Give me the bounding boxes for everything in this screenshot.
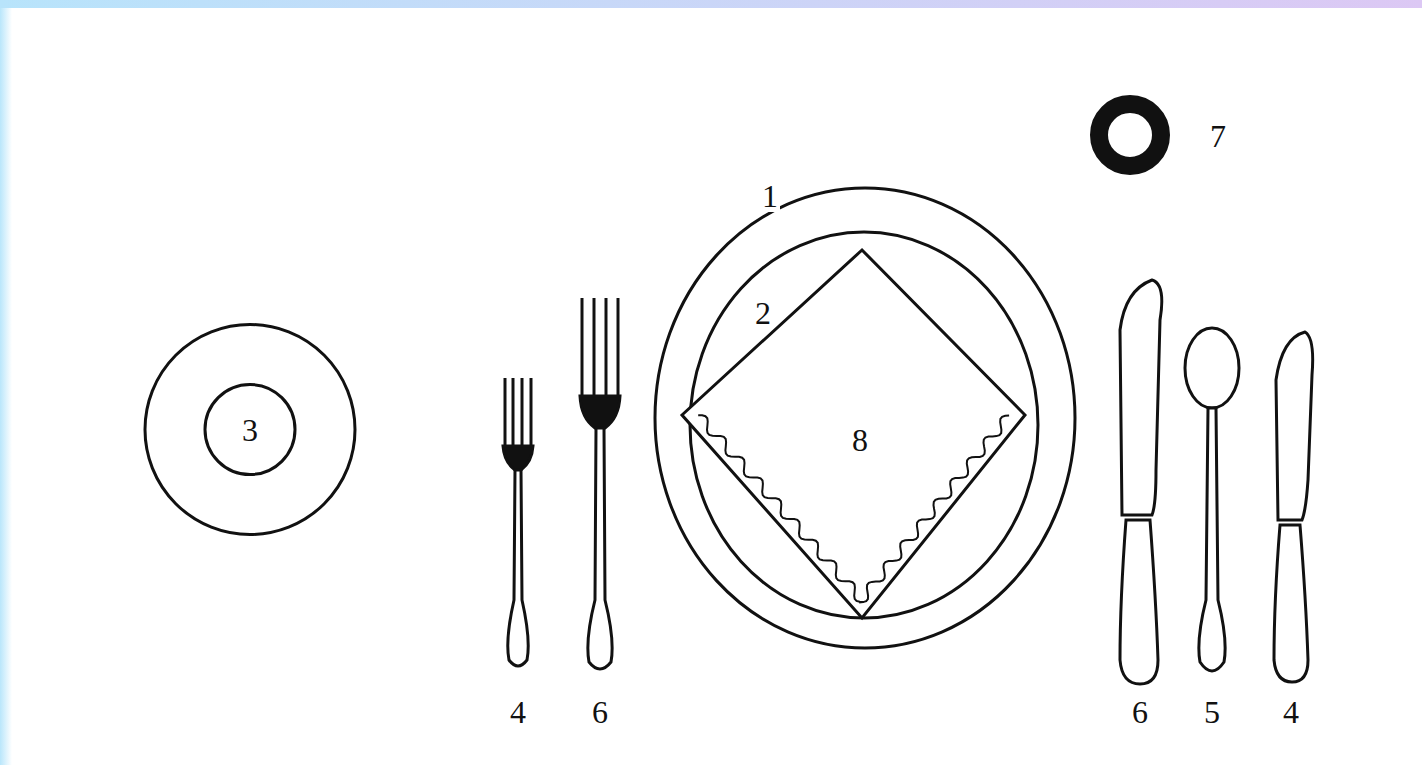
callout-number: 5 [1204, 696, 1220, 728]
bread-plate: 3 [143, 322, 357, 537]
dinner-plate: 128 [653, 186, 1077, 650]
left-band [0, 8, 12, 765]
napkin-ring [1099, 104, 1161, 166]
callout-number: 4 [1283, 696, 1299, 728]
inner-plate: 28 [688, 230, 1040, 620]
callout-number: 7 [1210, 120, 1226, 152]
callout-number: 6 [1132, 696, 1148, 728]
napkin: 8 [680, 248, 1027, 620]
callout-number: 2 [753, 297, 773, 329]
spoon [1185, 328, 1239, 671]
callout-number: 4 [510, 696, 526, 728]
callout-number: 6 [592, 696, 608, 728]
callout-number: 1 [760, 180, 780, 212]
callout-number: 8 [850, 424, 870, 456]
large-fork [580, 298, 620, 669]
top-band [0, 0, 1422, 8]
callout-number: 3 [240, 414, 260, 446]
small-knife [1274, 332, 1313, 682]
small-fork [503, 378, 533, 666]
large-knife [1120, 280, 1162, 684]
